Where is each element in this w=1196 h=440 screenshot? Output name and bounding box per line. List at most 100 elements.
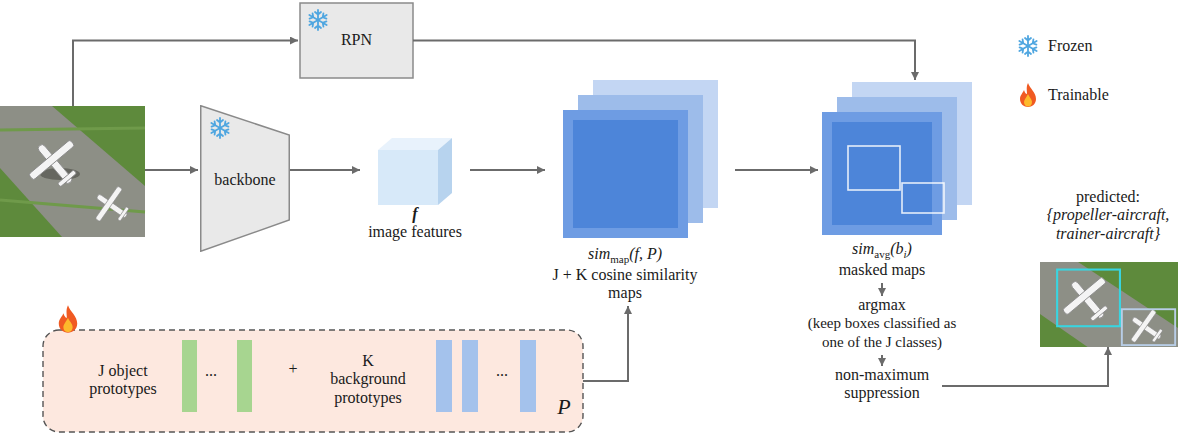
masked-map-stack-part	[832, 122, 932, 225]
input-image	[0, 106, 145, 237]
node-text: argmax	[858, 296, 906, 313]
frozen-icon	[1018, 36, 1038, 56]
text-line: masked maps	[818, 261, 946, 279]
node-text: RPN	[341, 31, 372, 48]
node-text: (f, P)	[629, 245, 662, 262]
text-line: simmap(f, P)	[545, 245, 705, 266]
feature-cube	[378, 138, 452, 205]
text-block: argmax (keep boxes classified as one of t…	[797, 296, 967, 351]
text-line: image features	[360, 223, 470, 241]
prototype-panel	[43, 330, 583, 432]
text-line: predicted:	[1033, 188, 1183, 206]
similarity-map-stack-part	[563, 110, 688, 238]
prototype-panel-part	[43, 330, 583, 432]
backbone-block: backbone	[200, 105, 290, 252]
similarity-map-stack-part	[573, 120, 678, 228]
flow-arrow	[470, 169, 545, 171]
node-text: ...	[484, 362, 520, 380]
frozen-icon	[210, 118, 230, 138]
input-wire	[73, 41, 298, 107]
similarity-map-stack	[563, 80, 718, 238]
node-text: i	[904, 248, 907, 260]
node-text: J object prototypes	[83, 362, 163, 399]
flow-arrow	[290, 169, 360, 171]
text-block: fimage features	[360, 205, 470, 242]
frozen-icon	[308, 10, 328, 30]
rpn-outline	[300, 3, 413, 78]
flow-arrow	[735, 169, 818, 171]
prototype-panel-part	[182, 340, 197, 412]
node-text: masked maps	[839, 261, 926, 278]
trainable-icon	[1020, 83, 1036, 107]
text-line: RPN	[300, 31, 413, 49]
input-wire	[145, 169, 198, 171]
feature-cube: fimage features	[360, 135, 470, 245]
input-image-part	[19, 128, 91, 199]
text-block: simavg(bi) masked maps	[818, 240, 946, 279]
feature-cube-part	[438, 138, 452, 205]
text-block: RPN	[300, 31, 413, 49]
input-image-part	[86, 180, 138, 233]
text-block: simmap(f, P)J + K cosine similarity maps	[545, 245, 705, 303]
text-block: backbone	[200, 171, 290, 189]
masked-map-stack-part	[822, 112, 942, 235]
prototype-set: J object prototypes... + K background prot…	[43, 330, 583, 432]
similarity-maps: simmap(f, P)J + K cosine similarity maps	[545, 15, 735, 306]
flow-arrow	[881, 283, 883, 296]
text-line: J + K cosine similarity maps	[545, 266, 705, 303]
node-text: predicted:	[1076, 188, 1140, 205]
text-line: {propeller-aircraft, trainer-aircraft}	[1033, 206, 1183, 243]
backbone-trapezoid	[201, 106, 290, 252]
rpn-box: RPN	[300, 3, 413, 78]
node-text: sim	[852, 240, 874, 257]
node-text: avg	[874, 248, 890, 260]
prediction-output: predicted:{propeller-aircraft, trainer-a…	[1033, 188, 1183, 347]
node-text: {propeller-aircraft, trainer-aircraft}	[1047, 206, 1170, 241]
output-image-part	[1040, 262, 1178, 353]
input-image-part	[0, 106, 145, 237]
node-text: K background prototypes	[323, 352, 413, 407]
text-line: backbone	[200, 171, 290, 189]
masked-maps: simavg(bi) masked maps	[818, 80, 978, 283]
input-image-part	[0, 128, 145, 212]
masked-map-stack-part	[848, 146, 900, 190]
masked-map-stack	[822, 82, 972, 235]
text-block: predicted:{propeller-aircraft, trainer-a…	[1033, 188, 1183, 243]
legend-text: Frozen	[1048, 37, 1092, 55]
text-line: (keep boxes classified as one of the J c…	[797, 314, 967, 351]
legend-text: Trainable	[1048, 86, 1109, 104]
node-text: non-maximum suppression	[835, 366, 929, 401]
node-text: image features	[368, 223, 462, 240]
masked-map-stack-part	[902, 183, 944, 213]
flow-arrow	[942, 347, 1108, 386]
text-block: non-maximum suppression	[822, 366, 942, 403]
node-text: )	[907, 240, 912, 257]
text-line: argmax	[797, 296, 967, 314]
prototype-panel-part	[237, 340, 252, 412]
nms-step: non-maximum suppression	[822, 366, 942, 406]
flow-arrow	[413, 41, 915, 81]
node-text: backbone	[214, 171, 275, 188]
node-text: (b	[890, 240, 903, 257]
output-image	[1040, 262, 1178, 353]
text-line: f	[360, 205, 470, 223]
prototype-panel-part	[436, 340, 452, 412]
node-text: ...	[193, 362, 229, 380]
output-image-part-part	[1122, 309, 1175, 345]
node-text: f	[412, 205, 417, 222]
argmax-step: argmax (keep boxes classified as one of t…	[797, 296, 967, 355]
flow-arrow	[881, 355, 883, 366]
trainable-icon	[59, 305, 77, 333]
node-text: (keep boxes classified as one of the J c…	[808, 315, 957, 349]
feature-cube-part	[378, 150, 438, 205]
node-text: +	[283, 360, 303, 378]
prototype-panel-part	[520, 340, 536, 412]
input-image-part	[0, 106, 145, 237]
output-image-part-part	[1057, 270, 1120, 327]
node-text: J + K cosine similarity maps	[552, 266, 697, 301]
node-text: sim	[588, 245, 610, 262]
text-line: non-maximum suppression	[822, 366, 942, 403]
